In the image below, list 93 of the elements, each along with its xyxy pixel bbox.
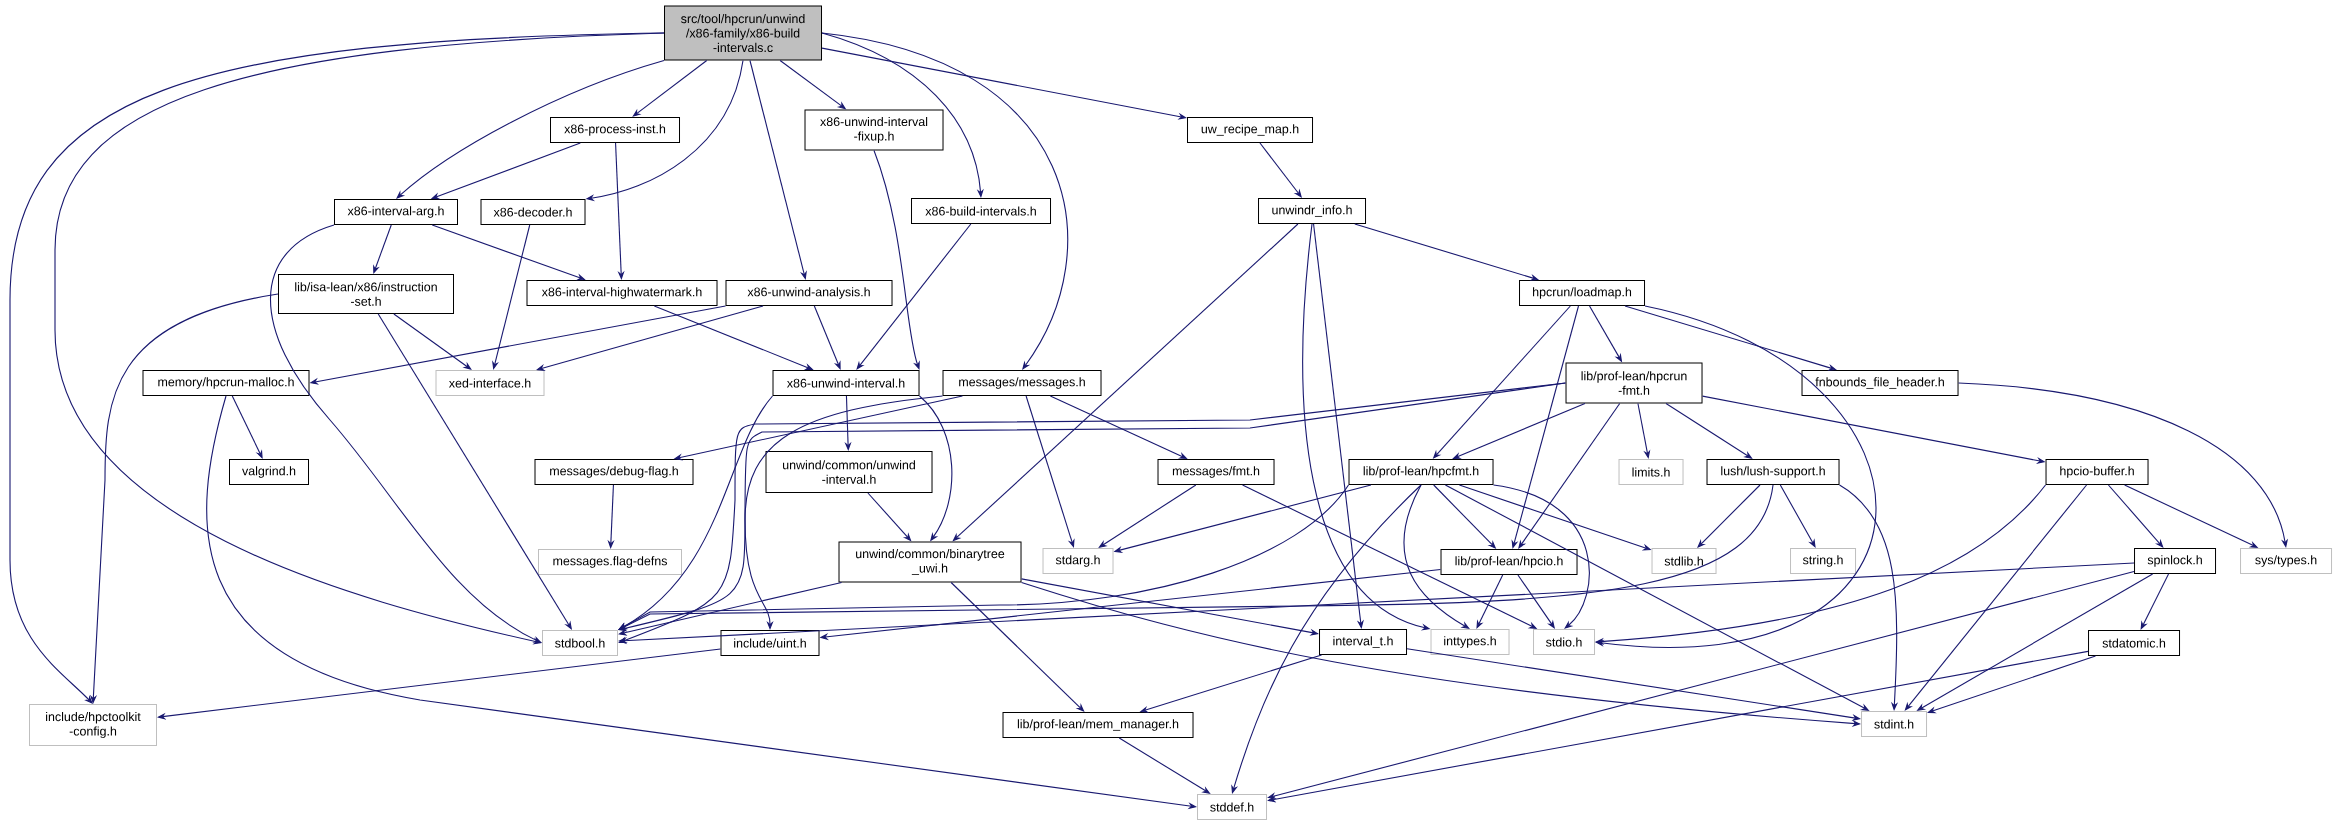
header-box: messages/messages.h: [942, 370, 1102, 396]
arrow: [618, 562, 2135, 645]
arrow: [373, 224, 392, 274]
arrow: [1697, 484, 1761, 548]
header-box: valgrind.h: [229, 459, 309, 485]
arrow: [1020, 578, 1319, 636]
arrow: [618, 581, 843, 636]
header-box: include/uint.h: [720, 630, 820, 656]
system-header-box: stdarg.h: [1042, 548, 1114, 574]
arrow: [1839, 484, 1899, 711]
arrow: [1511, 305, 1580, 549]
arrow: [492, 224, 531, 370]
header-box: x86-unwind-analysis.h: [725, 280, 893, 306]
arrow: [950, 581, 1085, 712]
arrow: [749, 59, 807, 280]
header-box: lib/prof-lean/hpcfmt.h: [1348, 459, 1494, 485]
arrow: [231, 395, 263, 459]
arrow: [157, 648, 722, 720]
header-box: unwind/common/binarytree _uwi.h: [838, 541, 1022, 583]
arrow: [1779, 484, 1816, 548]
header-box: x86-unwind-interval.h: [772, 370, 920, 396]
arrow: [813, 305, 841, 370]
arrow: [821, 32, 1069, 370]
header-box: messages/debug-flag.h: [534, 459, 694, 485]
header-box: memory/hpcrun-malloc.h: [142, 370, 310, 396]
system-header-box: string.h: [1790, 548, 1857, 574]
arrow: [618, 484, 1774, 630]
arrow: [396, 59, 665, 199]
header-box: uw_recipe_map.h: [1187, 117, 1313, 143]
arrow: [2107, 484, 2164, 548]
header-box: x86-unwind-interval -fixup.h: [804, 109, 944, 151]
arrow: [54, 32, 665, 645]
header-box: lush/lush-support.h: [1706, 459, 1840, 485]
arrow: [1267, 650, 2089, 803]
arrow: [1231, 484, 1422, 794]
header-box: stdatomic.h: [2088, 630, 2181, 656]
system-header-box: messages.flag-defns: [538, 549, 682, 575]
arrow: [536, 305, 764, 371]
header-box: messages/fmt.h: [1157, 459, 1275, 485]
system-header-box: limits.h: [1618, 459, 1684, 485]
header-box: unwind/common/unwind -interval.h: [765, 451, 933, 493]
header-box: x86-build-intervals.h: [911, 198, 1051, 224]
header-box: fnbounds_file_header.h: [1801, 370, 1959, 396]
arrow: [1637, 402, 1651, 459]
arrow: [615, 142, 625, 280]
header-box: x86-interval-arg.h: [334, 199, 458, 225]
system-header-box: xed-interface.h: [435, 370, 545, 396]
arrow: [1476, 574, 1504, 629]
arrow: [618, 382, 1567, 644]
system-header-box: include/hpctoolkit -config.h: [29, 704, 157, 746]
system-header-box: sys/types.h: [2240, 548, 2333, 574]
arrow: [2140, 573, 2170, 630]
arrow: [1020, 581, 1861, 727]
arrow: [856, 223, 972, 370]
header-box: interval_t.h: [1319, 629, 1407, 655]
header-box: x86-decoder.h: [480, 199, 586, 225]
arrow: [393, 313, 472, 370]
system-header-box: stdlib.h: [1651, 548, 1717, 574]
arrow: [1904, 484, 2088, 711]
header-box: spinlock.h: [2134, 548, 2217, 574]
system-header-box: stddef.h: [1197, 794, 1267, 820]
arrow: [1313, 223, 1364, 629]
arrow: [1025, 395, 1075, 548]
header-box: lib/isa-lean/x86/instruction -set.h: [278, 274, 454, 314]
system-header-box: inttypes.h: [1430, 629, 1510, 655]
arrow: [1927, 655, 2097, 714]
header-box: lib/prof-lean/hpcrun -fmt.h: [1565, 362, 1703, 404]
arrow: [1492, 484, 1590, 629]
arrow: [618, 395, 944, 632]
arrow: [1267, 571, 2135, 800]
source-file-box: src/tool/hpcrun/unwind /x86-family/x86-build -intervals.c: [664, 5, 822, 61]
arrow: [821, 47, 1187, 120]
arrow: [952, 223, 1299, 542]
header-box: lib/prof-lean/mem_manager.h: [1002, 712, 1194, 738]
arrow: [1403, 484, 1470, 629]
header-box: lib/prof-lean/hpcio.h: [1440, 549, 1578, 575]
arrow: [1452, 402, 1586, 459]
header-box: hpcrun/loadmap.h: [1519, 280, 1645, 306]
arrow: [632, 59, 708, 117]
system-header-box: stdio.h: [1533, 629, 1595, 655]
arrow: [1958, 382, 2289, 548]
arrow: [1118, 737, 1211, 794]
arrow: [1518, 402, 1621, 549]
arrow: [1624, 305, 1837, 371]
arrow: [1098, 484, 1197, 548]
system-header-box: stdint.h: [1861, 711, 1928, 737]
arrow: [873, 149, 920, 370]
header-box: x86-interval-highwatermark.h: [526, 280, 718, 306]
header-box: unwindr_info.h: [1258, 198, 1366, 224]
system-header-box: stdbool.h: [542, 630, 618, 656]
header-box: x86-process-inst.h: [550, 117, 680, 143]
header-box: hpcio-buffer.h: [2045, 459, 2149, 485]
arrow: [269, 224, 542, 643]
